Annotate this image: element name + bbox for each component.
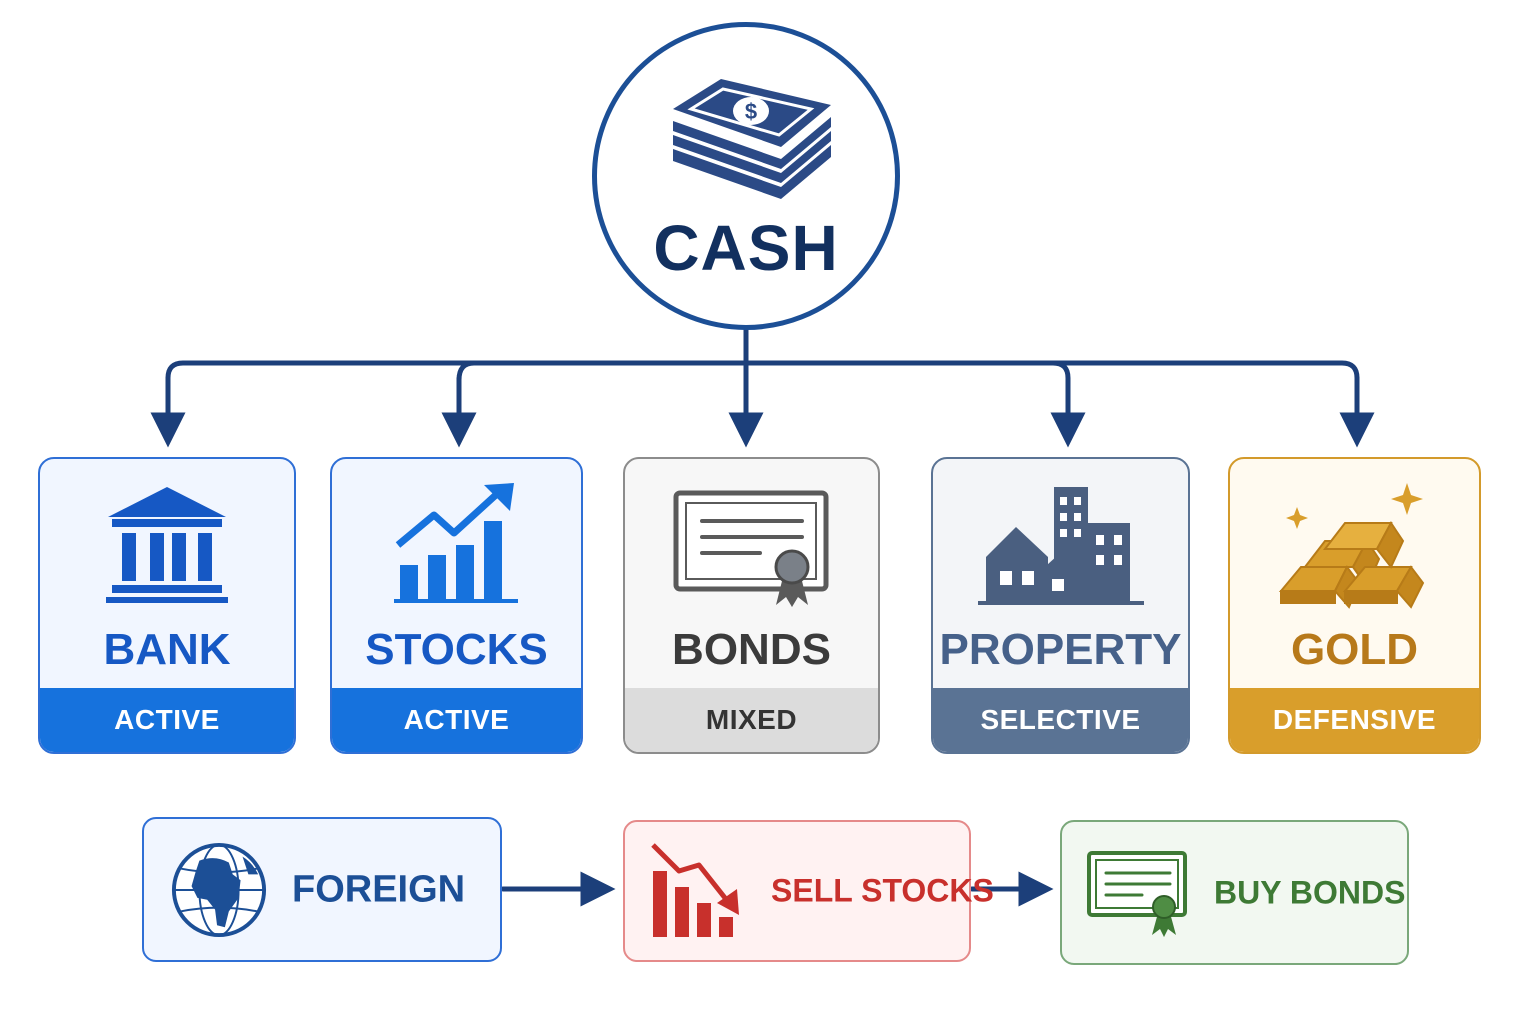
- bond-certificate-icon: [673, 490, 828, 607]
- status-badge: ACTIVE: [40, 688, 294, 752]
- bank-building-icon: [106, 487, 228, 603]
- flow-label: BUY BONDS: [1214, 874, 1406, 910]
- asset-title: GOLD: [1290, 625, 1419, 674]
- svg-text:$: $: [745, 99, 757, 124]
- asset-card-property: PROPERTY SELECTIVE: [931, 457, 1190, 754]
- asset-card-bonds: BONDS MIXED: [623, 457, 880, 754]
- drop-stocks: [459, 360, 474, 430]
- asset-card-bank: BANK ACTIVE: [38, 457, 296, 754]
- flow-step-buy-bonds: BUY BONDS: [1060, 820, 1409, 965]
- cash-node: $ CASH: [592, 22, 900, 330]
- asset-title: STOCKS: [365, 625, 548, 674]
- flow-step-foreign: FOREIGN: [142, 817, 502, 962]
- status-badge: SELECTIVE: [933, 688, 1188, 752]
- globe-icon: [171, 842, 267, 937]
- flow-step-sell-stocks: SELL STOCKS: [623, 820, 994, 962]
- falling-bar-chart-icon: [651, 843, 739, 937]
- drop-property: [1050, 360, 1086, 448]
- certificate-icon: [1087, 850, 1187, 937]
- buildings-icon: [977, 487, 1144, 605]
- asset-card-gold: GOLD DEFENSIVE: [1228, 457, 1481, 754]
- asset-title: PROPERTY: [939, 625, 1182, 674]
- flow-label: SELL STOCKS: [771, 872, 994, 909]
- asset-card-stocks: STOCKS ACTIVE: [330, 457, 583, 754]
- status-badge: DEFENSIVE: [1230, 688, 1479, 752]
- branch-bus: [165, 360, 1360, 403]
- gold-bars-icon: [1278, 483, 1424, 609]
- flow-label: FOREIGN: [292, 868, 466, 910]
- cash-stack-icon: $: [673, 79, 831, 199]
- status-badge: MIXED: [625, 688, 878, 752]
- status-badge: ACTIVE: [332, 688, 581, 752]
- cash-title: CASH: [653, 212, 839, 284]
- asset-title: BANK: [103, 625, 231, 674]
- asset-title: BONDS: [672, 625, 831, 674]
- rising-bar-chart-icon: [393, 483, 518, 603]
